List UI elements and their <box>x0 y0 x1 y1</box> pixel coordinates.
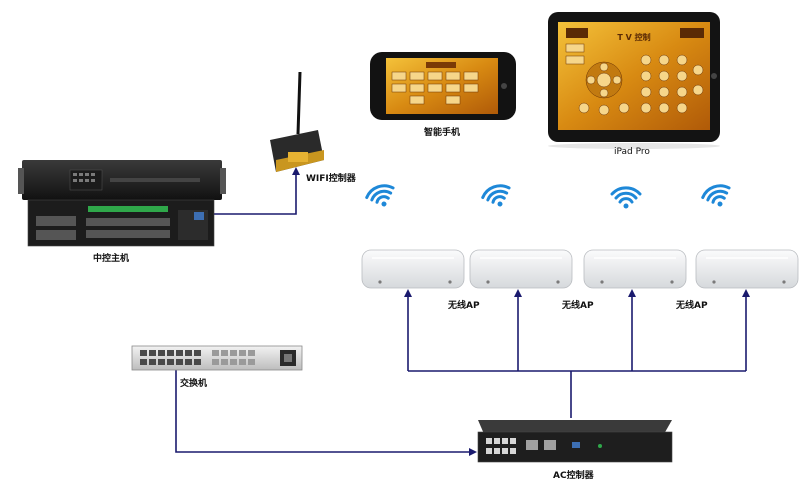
label-wireless-ap-3: 无线AP <box>676 301 708 311</box>
label-wifi-controller: WIFI控制器 <box>306 174 356 184</box>
wifi-signal-icon-3 <box>610 186 642 209</box>
arrow-ap3 <box>628 289 636 297</box>
arrow-ap1 <box>404 289 412 297</box>
arrow-ap2 <box>514 289 522 297</box>
line-controller-to-wifi <box>206 172 297 215</box>
label-smartphone: 智能手机 <box>424 128 461 138</box>
wireless-ap-device-1 <box>361 249 465 289</box>
wireless-ap-device-2 <box>469 249 573 289</box>
wireless-ap-device-4 <box>695 249 799 289</box>
arrow-wifi <box>292 167 300 175</box>
wifi-signal-icon-1 <box>365 184 395 207</box>
label-wireless-ap-1: 无线AP <box>448 301 480 311</box>
ipad-device: T V 控制 <box>548 12 720 149</box>
switch-device <box>131 345 303 371</box>
connection-lines <box>175 172 747 453</box>
wifi-controller-device <box>270 71 324 172</box>
wireless-ap-device-3 <box>583 249 687 289</box>
label-central-controller: 中控主机 <box>93 254 130 264</box>
label-wireless-ap-2: 无线AP <box>562 301 594 311</box>
arrowheads <box>292 167 750 456</box>
line-switch-to-ac <box>175 370 474 453</box>
arrow-ac <box>469 448 477 456</box>
ac-controller-device <box>477 420 673 463</box>
wifi-signals <box>365 184 731 209</box>
label-ac-controller: AC控制器 <box>553 471 594 481</box>
wifi-signal-icon-4 <box>701 184 731 207</box>
smartphone-device <box>370 52 516 120</box>
label-switch: 交换机 <box>180 379 208 389</box>
label-ipad: iPad Pro <box>614 147 650 157</box>
wifi-signal-icon-2 <box>481 184 511 207</box>
ipad-screen-title: T V 控制 <box>617 32 650 42</box>
arrow-ap4 <box>742 289 750 297</box>
central-controller-device <box>18 160 226 247</box>
